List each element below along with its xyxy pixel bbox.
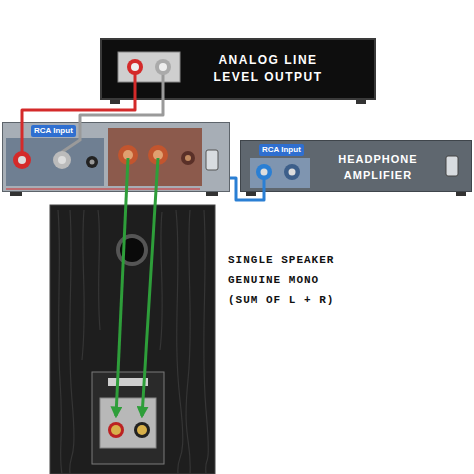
speaker-wire — [116, 158, 128, 416]
aux-jack — [90, 160, 95, 165]
caption-note: SINGLE SPEAKER GENUINE MONO (SUM OF L + … — [228, 250, 350, 310]
device-foot — [246, 192, 256, 196]
red-cable — [134, 68, 137, 100]
wood-grain — [58, 210, 208, 474]
rca-jack — [53, 151, 71, 169]
audio-cable — [80, 100, 163, 122]
device-foot — [456, 192, 466, 196]
binding-post — [148, 145, 168, 165]
speaker-cabinet — [50, 205, 215, 474]
aux-jack — [86, 156, 98, 168]
output-panel — [108, 128, 202, 186]
panel-marker — [6, 189, 200, 190]
bass-port-hole — [120, 238, 144, 262]
binding-post — [123, 150, 133, 160]
speaker-wire — [142, 158, 158, 416]
rca-jack — [289, 169, 296, 176]
white-cable — [162, 68, 165, 100]
output-plate — [118, 52, 180, 82]
blue-cable — [263, 172, 266, 192]
rca-jack — [131, 63, 139, 71]
red-cable — [21, 122, 24, 152]
power-switch — [206, 150, 218, 170]
speaker-terminal — [111, 425, 121, 435]
device-title: ANALOG LINE LEVEL OUTPUT — [198, 52, 338, 86]
rca-jack — [18, 156, 26, 164]
rca-jack — [127, 59, 143, 75]
input-panel — [6, 138, 104, 186]
binding-post — [118, 145, 138, 165]
rca-jack — [13, 151, 31, 169]
amplifier-body: RCA Input — [2, 122, 230, 192]
bass-port — [116, 234, 148, 266]
rca-jack — [284, 164, 300, 180]
rca-jack — [58, 156, 66, 164]
white-cable — [62, 122, 80, 152]
binding-post — [181, 151, 195, 165]
terminal-plate — [100, 398, 156, 448]
terminal-panel — [92, 372, 164, 464]
audio-cable — [22, 100, 135, 122]
panel-label-plate — [108, 378, 148, 386]
binding-post — [153, 150, 163, 160]
binding-post — [185, 155, 191, 161]
rca-jack — [155, 59, 171, 75]
speaker-terminal — [108, 422, 124, 438]
device-foot — [356, 100, 366, 104]
input-panel — [250, 158, 310, 188]
rca-jack — [261, 169, 268, 176]
port-tag: RCA Input — [259, 144, 304, 156]
speaker-terminal — [137, 425, 147, 435]
power-switch — [446, 156, 458, 176]
rca-jack — [256, 164, 272, 180]
port-tag: RCA Input — [31, 125, 76, 137]
device-title: HEADPHONE AMPLIFIER — [323, 151, 433, 183]
device-foot — [206, 192, 218, 196]
device-foot — [10, 192, 22, 196]
headphone-amplifier: RCA InputHEADPHONE AMPLIFIER — [240, 140, 472, 192]
rca-jack — [159, 63, 167, 71]
device-foot — [110, 100, 120, 104]
speaker-terminal — [134, 422, 150, 438]
source-device: ANALOG LINE LEVEL OUTPUT — [100, 38, 376, 100]
